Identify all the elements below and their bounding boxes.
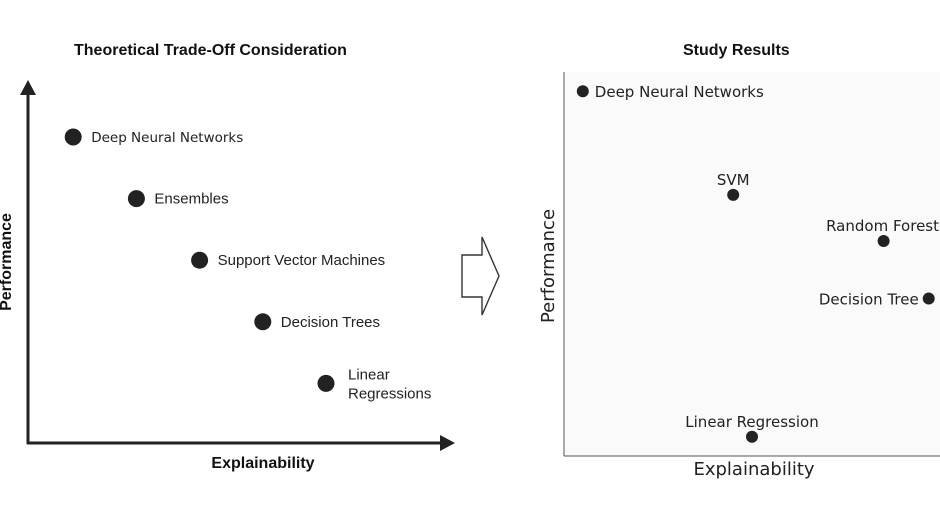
- point-label: Linear: [348, 366, 390, 383]
- data-point: [877, 234, 890, 247]
- point-label: Random Forest: [826, 217, 939, 235]
- data-point: [254, 313, 272, 331]
- point-label: Decision Trees: [281, 314, 380, 331]
- data-point: [191, 251, 209, 269]
- point-label: Regressions: [348, 385, 431, 402]
- left-y-axis-label: Performance: [0, 213, 15, 311]
- left-chart-title: Theoretical Trade-Off Consideration: [74, 42, 347, 59]
- point-label: SVM: [717, 171, 750, 189]
- left-x-axis-label: Explainability: [211, 455, 314, 472]
- data-point: [727, 188, 740, 201]
- point-label: Support Vector Machines: [218, 252, 386, 269]
- point-label: Deep Neural Networks: [91, 130, 243, 146]
- right-chart-title: Study Results: [683, 42, 790, 59]
- data-point: [317, 374, 335, 392]
- right-plot-background: [564, 72, 940, 456]
- point-label: Deep Neural Networks: [595, 83, 764, 101]
- right-x-axis-label: Explainability: [693, 459, 814, 480]
- transition-arrow-icon: [461, 236, 500, 316]
- data-point: [64, 128, 82, 146]
- data-point: [576, 85, 589, 98]
- point-label: Ensembles: [154, 191, 228, 208]
- data-point: [922, 292, 935, 305]
- point-label: Decision Tree: [819, 291, 919, 309]
- data-point: [127, 190, 145, 208]
- point-label: Linear Regression: [685, 413, 818, 431]
- left-y-axis-arrowhead: [20, 80, 36, 95]
- right-y-axis-label: Performance: [538, 209, 559, 323]
- left-x-axis-arrowhead: [440, 435, 455, 451]
- data-point: [746, 430, 758, 443]
